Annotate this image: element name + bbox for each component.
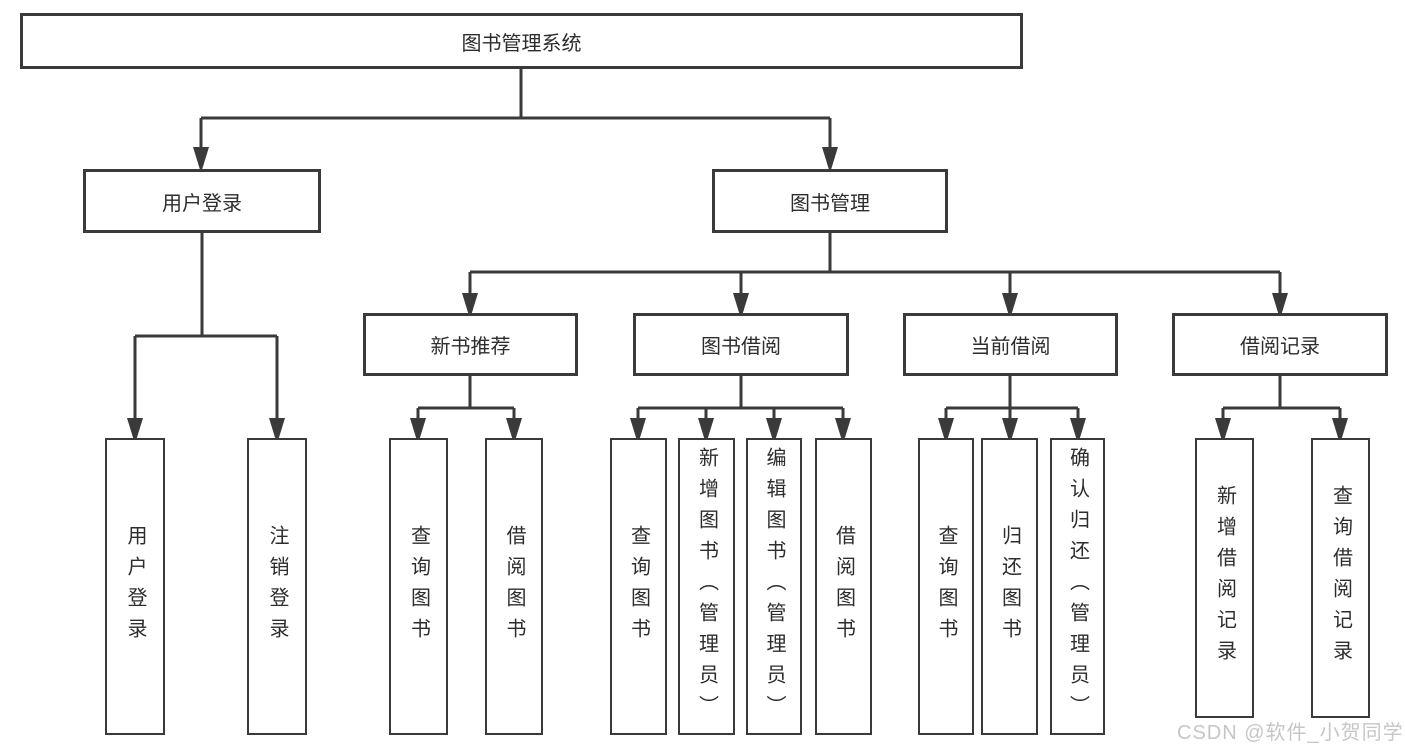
connector-newbook-to-children bbox=[410, 376, 522, 444]
node-query-books-current: 查询图书 bbox=[918, 438, 974, 735]
node-query-books-recommend-label: 查询图书 bbox=[407, 524, 430, 649]
arrow-down-icon bbox=[410, 418, 426, 444]
node-confirm-return-admin-label: 确认归还（管理员） bbox=[1066, 447, 1089, 726]
node-query-books-borrow-label: 查询图书 bbox=[627, 524, 650, 649]
node-return-book-label: 归还图书 bbox=[998, 524, 1021, 649]
node-query-borrow-record: 查询借阅记录 bbox=[1311, 438, 1370, 718]
arrow-down-icon bbox=[766, 418, 782, 444]
arrow-down-icon bbox=[462, 293, 478, 319]
arrow-down-icon bbox=[1070, 418, 1086, 444]
node-edit-book-admin: 编辑图书（管理员） bbox=[746, 438, 802, 735]
node-borrow-books-label: 借阅图书 bbox=[832, 524, 855, 649]
node-current-borrow: 当前借阅 bbox=[903, 313, 1118, 376]
arrow-down-icon bbox=[1002, 293, 1018, 319]
node-query-books-current-label: 查询图书 bbox=[935, 524, 957, 649]
node-book-borrow: 图书借阅 bbox=[633, 313, 849, 376]
arrow-down-icon bbox=[835, 418, 851, 444]
node-return-book: 归还图书 bbox=[981, 438, 1038, 735]
node-edit-book-admin-label: 编辑图书（管理员） bbox=[763, 447, 785, 726]
node-login-label: 用户登录 bbox=[124, 524, 146, 649]
arrow-down-icon bbox=[938, 418, 954, 444]
arrow-down-icon bbox=[127, 418, 143, 444]
connector-userlogin-to-children bbox=[127, 233, 285, 444]
arrow-down-icon bbox=[630, 418, 646, 444]
arrow-down-icon bbox=[193, 147, 209, 173]
connector-borrowrecords-to-children bbox=[1215, 376, 1348, 444]
arrow-down-icon bbox=[733, 293, 749, 319]
node-root: 图书管理系统 bbox=[20, 13, 1023, 69]
node-confirm-return-admin: 确认归还（管理员） bbox=[1050, 438, 1105, 735]
arrow-down-icon bbox=[506, 418, 522, 444]
arrow-down-icon bbox=[698, 418, 714, 444]
arrow-down-icon bbox=[1332, 418, 1348, 444]
node-borrow-books-recommend-label: 借阅图书 bbox=[503, 524, 525, 649]
node-new-book-recommend: 新书推荐 bbox=[363, 313, 578, 376]
node-query-borrow-record-label: 查询借阅记录 bbox=[1329, 485, 1352, 671]
node-book-management: 图书管理 bbox=[712, 169, 948, 233]
arrow-down-icon bbox=[1272, 293, 1288, 319]
node-add-book-admin: 新增图书（管理员） bbox=[678, 438, 735, 735]
node-user-login: 用户登录 bbox=[83, 169, 321, 233]
node-borrow-records: 借阅记录 bbox=[1172, 313, 1388, 376]
arrow-down-icon bbox=[269, 418, 285, 444]
watermark-csdn: CSDN @软件_小贺同学 bbox=[1177, 722, 1404, 744]
connector-bookborrow-to-children bbox=[630, 376, 851, 444]
node-borrow-books-recommend: 借阅图书 bbox=[485, 438, 543, 735]
arrow-down-icon bbox=[1002, 418, 1018, 444]
connector-root-to-level2 bbox=[193, 69, 838, 173]
node-borrow-books: 借阅图书 bbox=[815, 438, 872, 735]
connector-bookmgmt-to-level3 bbox=[462, 233, 1288, 319]
node-logout-label: 注销登录 bbox=[266, 524, 288, 649]
arrow-down-icon bbox=[1215, 418, 1231, 444]
node-add-borrow-record-label: 新增借阅记录 bbox=[1213, 485, 1236, 671]
node-logout: 注销登录 bbox=[247, 438, 307, 735]
connector-currentborrow-to-children bbox=[938, 376, 1086, 444]
node-add-book-admin-label: 新增图书（管理员） bbox=[695, 447, 718, 726]
node-login: 用户登录 bbox=[105, 438, 165, 735]
node-add-borrow-record: 新增借阅记录 bbox=[1195, 438, 1254, 718]
node-query-books-recommend: 查询图书 bbox=[389, 438, 448, 735]
node-query-books-borrow: 查询图书 bbox=[610, 438, 667, 735]
arrow-down-icon bbox=[822, 147, 838, 173]
